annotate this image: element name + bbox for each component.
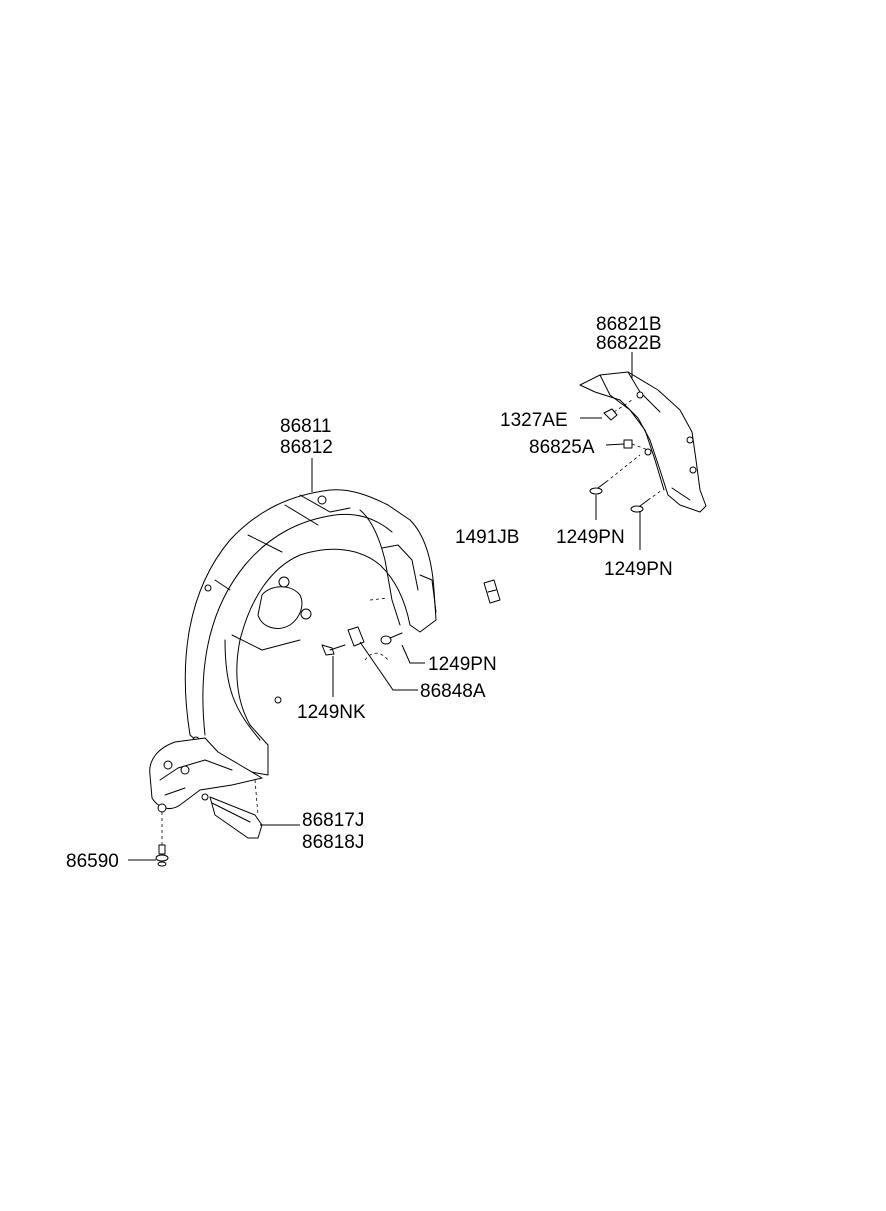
mud-guard-part	[209, 779, 263, 839]
label-86848a: 86848A	[420, 681, 486, 702]
label-86812: 86812	[280, 437, 333, 458]
rear-wheel-guard-part	[579, 371, 707, 513]
clip-1327ae-part	[603, 399, 633, 421]
label-86821b: 86821B	[596, 314, 662, 335]
leader-lines	[128, 352, 641, 861]
label-86825a: 86825A	[529, 437, 595, 458]
label-1327ae: 1327AE	[500, 410, 568, 431]
screw-1249nk-part	[321, 644, 346, 656]
label-1491jb: 1491JB	[455, 527, 519, 548]
bolt-86590	[155, 812, 169, 867]
label-86590: 86590	[66, 851, 119, 872]
screw-upper-2-part	[630, 489, 663, 513]
screw-mid-part	[380, 632, 403, 645]
label-86818j: 86818J	[302, 832, 364, 853]
front-wheel-guard-liner	[149, 489, 437, 813]
screw-upper-1-part	[589, 454, 641, 495]
nut-1491jb-part	[483, 579, 501, 604]
label-86817j: 86817J	[302, 810, 364, 831]
label-86822b: 86822B	[596, 333, 662, 354]
label-1249pn-mid: 1249PN	[428, 654, 497, 675]
label-1249nk: 1249NK	[297, 702, 366, 723]
label-1249pn-upper-2: 1249PN	[604, 559, 673, 580]
label-1249pn-upper-1: 1249PN	[556, 527, 625, 548]
part-labels: 86811 86812 86821B 86822B 1327AE 86825A …	[66, 314, 673, 872]
clip-86825a-part	[623, 439, 649, 451]
label-86811: 86811	[280, 416, 331, 437]
retainer-86848a-part	[347, 626, 365, 647]
